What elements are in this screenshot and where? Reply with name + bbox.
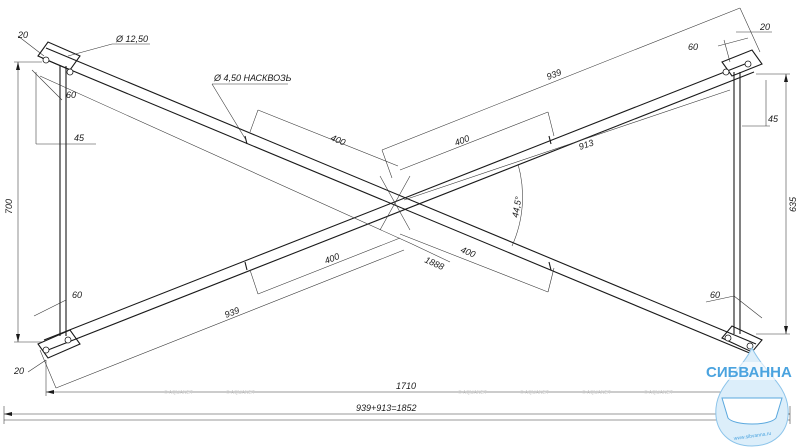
dim-hole-diameter: Ø 12,50 <box>115 34 148 44</box>
svg-text:© AQUANET: © AQUANET <box>582 389 611 396</box>
beam-left-post <box>59 66 67 336</box>
dim-seg-400-lower-left: 400 <box>323 251 341 266</box>
dim-bottom-left-60: 60 <box>72 290 82 300</box>
svg-text:© AQUANET: © AQUANET <box>226 389 255 396</box>
beam-diagonal-descending <box>41 47 757 355</box>
dim-top-left-20: 20 <box>17 30 28 40</box>
end-plate-top-left <box>37 41 81 71</box>
dim-seg-400-upper-left: 400 <box>329 133 347 148</box>
dim-left-60: 60 <box>66 90 76 100</box>
sibvanna-logo: СИБВАННА www.sibvanna.ru <box>704 346 798 447</box>
hole-bottom-right-2 <box>746 342 754 350</box>
dim-length-913: 913 <box>577 138 594 152</box>
dim-top-right-60: 60 <box>688 42 698 52</box>
dimension-lines <box>3 7 791 424</box>
end-plate-bottom-left <box>37 329 81 359</box>
dim-right-45: 45 <box>768 114 779 124</box>
beam-diagonal-ascending <box>43 61 755 351</box>
dim-height-700: 700 <box>4 199 14 214</box>
hole-top-left-1 <box>42 56 50 64</box>
dim-length-939-bottom: 939 <box>223 305 241 320</box>
watermark-row: © AQUANET © AQUANET © AQUANET © AQUANET … <box>164 389 673 396</box>
dim-total-1710: 1710 <box>396 381 416 391</box>
svg-text:© AQUANET: © AQUANET <box>520 389 549 396</box>
hole-top-right-1 <box>722 68 730 76</box>
hole-bottom-left-2 <box>64 336 72 344</box>
dim-left-45: 45 <box>74 133 85 143</box>
dim-height-635: 635 <box>788 196 798 212</box>
dim-bottom-left-20: 20 <box>13 366 24 376</box>
dim-total-sum: 939+913=1852 <box>356 403 417 413</box>
dim-angle: 44,5° <box>510 195 524 218</box>
dim-top-right-20: 20 <box>759 22 770 32</box>
hole-bottom-right-1 <box>724 334 732 342</box>
logo-url: www.sibvanna.ru <box>733 431 771 442</box>
hole-top-right-2 <box>744 60 752 68</box>
hole-top-left-2 <box>66 68 74 76</box>
svg-text:© AQUANET: © AQUANET <box>164 389 193 396</box>
end-plate-bottom-right <box>721 325 763 353</box>
dim-bottom-right-60: 60 <box>710 290 720 300</box>
dim-seg-400-lower-right: 400 <box>459 245 477 260</box>
logo-name: СИБВАННА <box>706 364 792 381</box>
beam-right-post <box>733 72 741 334</box>
dim-seg-400-upper-right: 400 <box>453 133 471 148</box>
svg-text:© AQUANET: © AQUANET <box>644 389 673 396</box>
bathtub-icon <box>721 397 783 425</box>
dim-through-hole: Ø 4,50 НАСКВОЗЬ <box>213 73 292 83</box>
hole-bottom-left-1 <box>42 346 50 354</box>
svg-text:© AQUANET: © AQUANET <box>458 389 487 396</box>
dim-length-1888: 1888 <box>423 255 445 272</box>
dim-length-939-top: 939 <box>545 67 563 82</box>
